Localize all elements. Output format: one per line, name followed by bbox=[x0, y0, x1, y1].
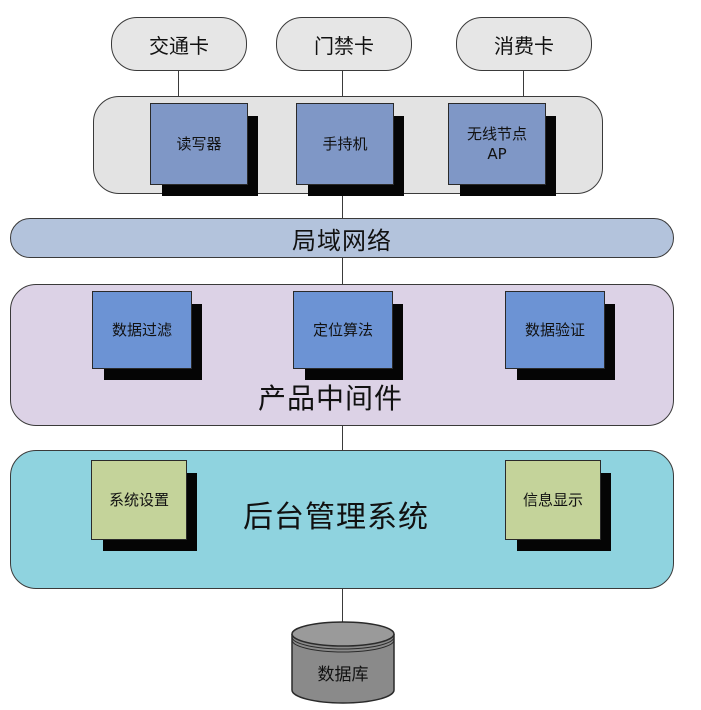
card-consumption: 消费卡 bbox=[456, 17, 592, 71]
reader-box-rw: 读写器 bbox=[150, 103, 248, 185]
module-label-data-filter: 数据过滤 bbox=[111, 320, 172, 339]
module-label-data-validation: 数据验证 bbox=[524, 320, 585, 339]
card-access-control: 门禁卡 bbox=[276, 17, 412, 71]
module-data-validation: 数据验证 bbox=[505, 291, 605, 369]
connector-card-3 bbox=[523, 70, 524, 98]
connector-card-2 bbox=[342, 70, 343, 98]
reader-box-ap: 无线节点 AP bbox=[448, 103, 546, 185]
connector-reader-lan bbox=[342, 190, 343, 220]
connector-lan-middleware bbox=[342, 254, 343, 286]
reader-label-ap-2: AP bbox=[487, 145, 507, 163]
database-icon bbox=[291, 621, 395, 704]
lan-label: 局域网络 bbox=[292, 226, 392, 255]
module-label-positioning-algorithm: 定位算法 bbox=[312, 320, 373, 339]
card-transport: 交通卡 bbox=[111, 17, 247, 71]
module-data-filter: 数据过滤 bbox=[92, 291, 192, 369]
module-info-display: 信息显示 bbox=[505, 460, 601, 540]
module-positioning-algorithm: 定位算法 bbox=[293, 291, 393, 369]
middleware-title: 产品中间件 bbox=[258, 382, 404, 415]
lan-bar: 局域网络 bbox=[10, 218, 674, 258]
reader-label-handheld: 手持机 bbox=[322, 134, 368, 153]
reader-label-ap-1: 无线节点 bbox=[466, 124, 527, 143]
reader-box-handheld: 手持机 bbox=[296, 103, 394, 185]
connector-middleware-backend bbox=[342, 422, 343, 452]
module-label-info-display: 信息显示 bbox=[522, 490, 583, 509]
module-system-settings: 系统设置 bbox=[91, 460, 187, 540]
module-label-system-settings: 系统设置 bbox=[108, 490, 169, 509]
backend-title: 后台管理系统 bbox=[243, 500, 429, 535]
connector-card-1 bbox=[178, 70, 179, 98]
reader-label-rw: 读写器 bbox=[176, 134, 222, 153]
database-label: 数据库 bbox=[317, 665, 369, 685]
connector-backend-database bbox=[342, 585, 343, 631]
